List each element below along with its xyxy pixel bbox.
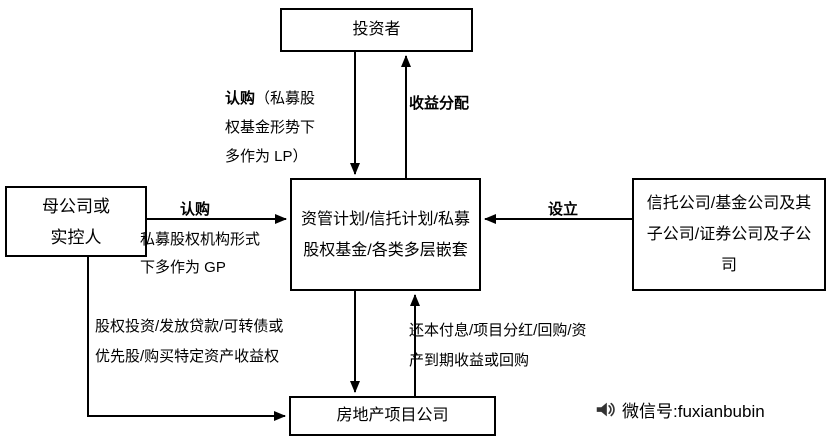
- label-equity-investment-line1: 股权投资/发放贷款/可转债或: [95, 318, 284, 335]
- label-repayment: 还本付息/项目分红/回购/资 产到期收益或回购: [409, 316, 587, 376]
- wechat-watermark: 微信号:fuxianbubin: [594, 397, 765, 422]
- node-investor: 投资者: [280, 8, 473, 52]
- node-asset-plan: 资管计划/信托计划/私募股权基金/各类多层嵌套: [290, 178, 481, 291]
- node-trust-company: 信托公司/基金公司及其子公司/证券公司及子公司: [632, 178, 826, 291]
- label-subscribe-gp-bold: 认购: [180, 201, 211, 218]
- node-parent-company-label: 母公司或实控人: [42, 196, 110, 247]
- label-repayment-line2: 产到期收益或回购: [409, 352, 530, 369]
- node-project-company-label: 房地产项目公司: [336, 407, 449, 424]
- wechat-watermark-text: 微信号:fuxianbubin: [622, 402, 765, 421]
- megaphone-icon: [596, 402, 615, 416]
- label-subscribe-gp-rest: 私募股权机构形式下多作为 GP: [140, 231, 261, 276]
- node-parent-company: 母公司或实控人: [5, 186, 147, 257]
- label-income-distribution: 收益分配: [409, 95, 470, 112]
- label-subscribe-lp: 认购（私募股权基金形势下多作为 LP）: [225, 84, 327, 171]
- label-equity-investment-line2: 优先股/购买特定资产收益权: [95, 348, 280, 365]
- node-asset-plan-label: 资管计划/信托计划/私募股权基金/各类多层嵌套: [301, 210, 470, 259]
- label-subscribe-lp-bold: 认购: [225, 90, 256, 107]
- node-trust-company-label: 信托公司/基金公司及其子公司/证券公司及子公司: [646, 195, 812, 274]
- label-subscribe-lp-rest: （私募股权基金形势下多作为 LP）: [225, 90, 316, 165]
- node-investor-label: 投资者: [352, 21, 401, 38]
- label-setup: 设立: [548, 201, 579, 218]
- label-equity-investment: 股权投资/发放贷款/可转债或 优先股/购买特定资产收益权: [95, 312, 283, 372]
- node-project-company: 房地产项目公司: [289, 396, 496, 436]
- label-repayment-line1: 还本付息/项目分红/回购/资: [409, 322, 587, 339]
